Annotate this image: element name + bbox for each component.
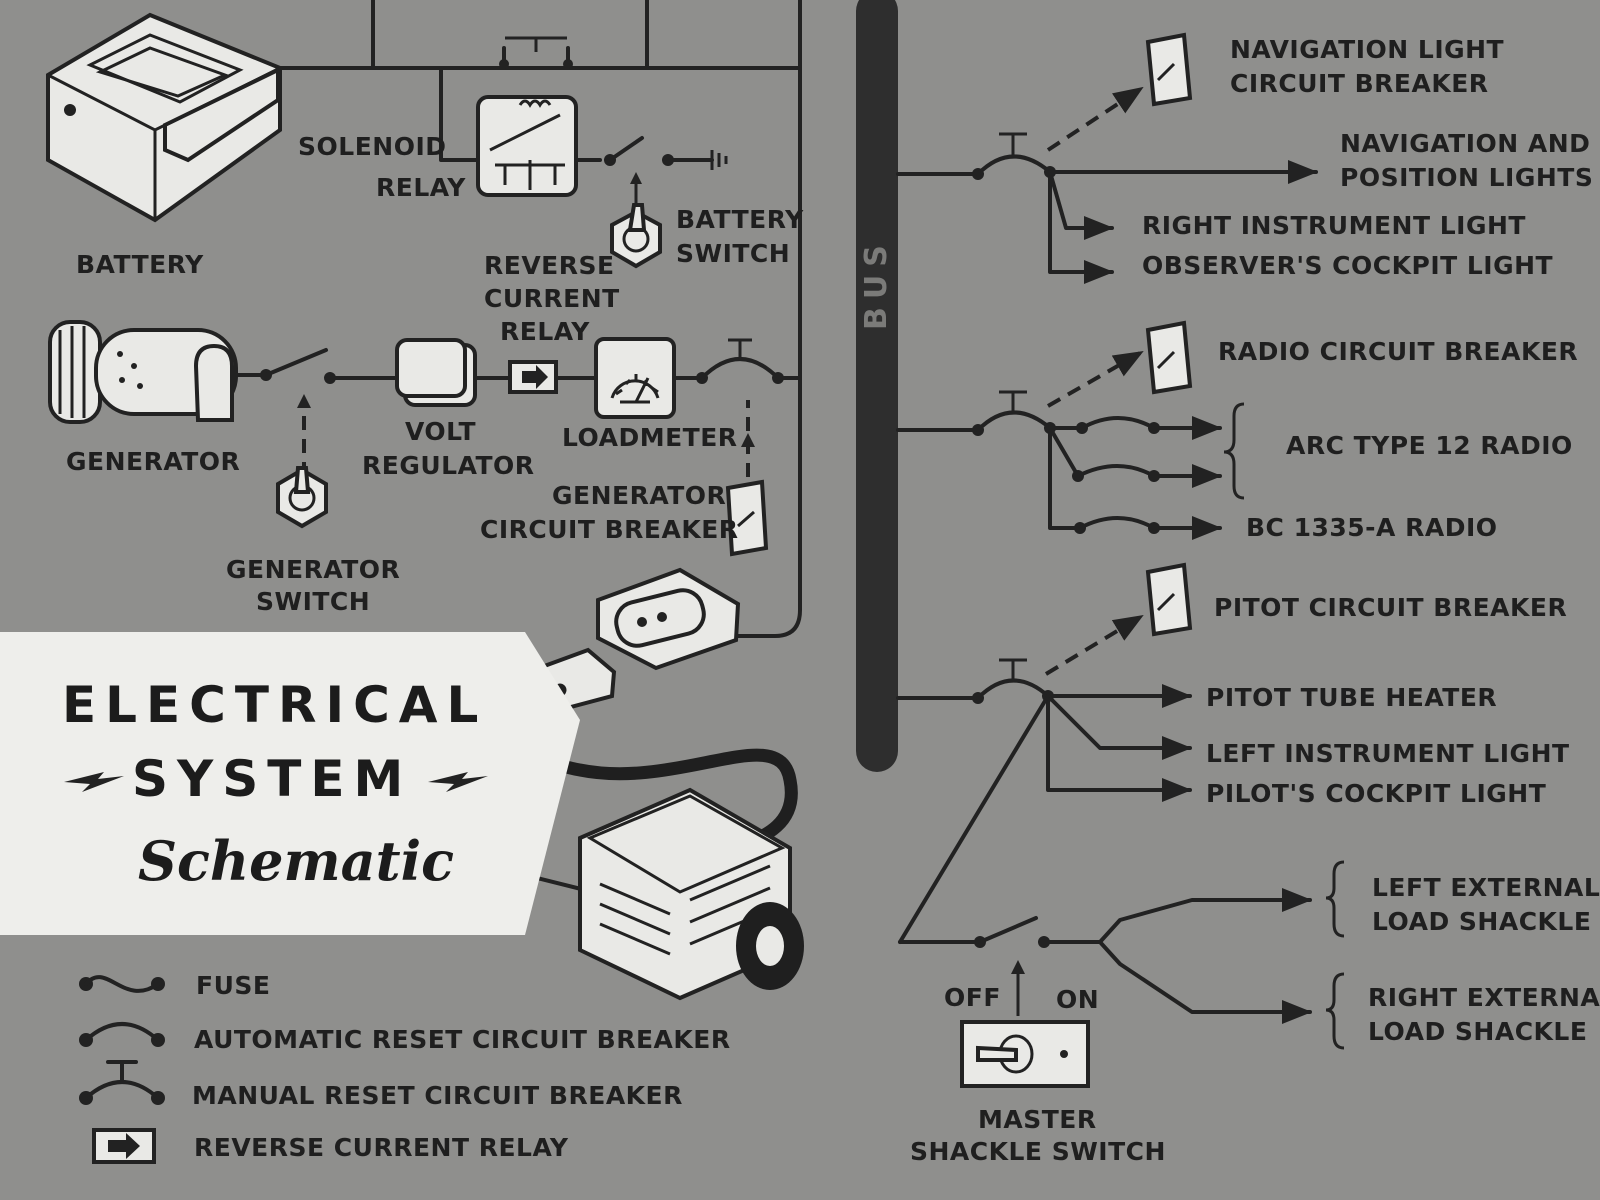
bus-bar: BUS [856, 0, 898, 772]
observer-label: OBSERVER'S COCKPIT LIGHT [1142, 251, 1553, 280]
title-panel: ELECTRICAL SYSTEM Schematic [0, 632, 580, 935]
pilot-cockpit-label: PILOT'S COCKPIT LIGHT [1206, 779, 1546, 808]
master-label-2: SHACKLE SWITCH [910, 1137, 1166, 1166]
relay-label: RELAY [376, 173, 466, 202]
brace-icon-radio [1223, 402, 1245, 500]
brace-icon-left-shackle [1325, 860, 1345, 938]
radio-cb-label: RADIO CIRCUIT BREAKER [1218, 337, 1578, 366]
manual-reset-breaker-icon [84, 1060, 160, 1100]
legend-auto-cb-label: AUTOMATIC RESET CIRCUIT BREAKER [194, 1025, 731, 1054]
bus-label: BUS [859, 237, 894, 330]
fuse-symbol-icon [84, 975, 160, 993]
title-line-1: ELECTRICAL [62, 676, 487, 734]
nav-lights-label-2: POSITION LIGHTS [1340, 163, 1593, 192]
title-line-2: SYSTEM [132, 750, 412, 808]
legend-auto-cb: AUTOMATIC RESET CIRCUIT BREAKER [79, 1022, 731, 1054]
left-labels: BATTERY SOLENOID RELAY BATTERY SWITCH RE… [66, 132, 804, 616]
right-shackle-label-1: RIGHT EXTERNAL [1368, 983, 1600, 1012]
solenoid-relay [476, 95, 578, 197]
legend-fuse: FUSE [79, 971, 270, 1000]
gen-switch-label-1: GENERATOR [226, 555, 400, 584]
gen-cb-label-2: CIRCUIT BREAKER [480, 515, 739, 544]
ground-power-cart [467, 787, 804, 1001]
right-shackle-label-2: LOAD SHACKLE [1368, 1017, 1587, 1046]
reverse-label-1: REVERSE [484, 251, 615, 280]
gen-cb-label-1: GENERATOR [552, 481, 726, 510]
battery-switch [610, 172, 662, 269]
loadmeter-label: LOADMETER [562, 423, 738, 452]
solenoid-label: SOLENOID [298, 132, 447, 161]
auto-reset-breaker-icon [84, 1022, 160, 1042]
battery-wiring [273, 0, 802, 638]
left-instrument-label: LEFT INSTRUMENT LIGHT [1206, 739, 1570, 768]
reverse-label-2: CURRENT [484, 284, 620, 313]
bolt-icon-right [428, 772, 488, 792]
nav-lights-label-1: NAVIGATION AND [1340, 129, 1590, 158]
navigation-circuit: NAVIGATION LIGHT CIRCUIT BREAKER NAVIGAT… [896, 32, 1593, 284]
bolt-icon-left [64, 772, 124, 792]
pitot-circuit: PITOT CIRCUIT BREAKER PITOT TUBE HEATER … [896, 562, 1570, 944]
left-shackle-label-2: LOAD SHACKLE [1372, 907, 1591, 936]
on-label: ON [1056, 985, 1099, 1014]
arc-radio-label: ARC TYPE 12 RADIO [1286, 431, 1573, 460]
generator [48, 320, 238, 424]
shackle-circuit: OFF ON MASTER SHACKLE SWITCH LEFT EXTERN… [898, 860, 1600, 1166]
title-line-3: Schematic [138, 829, 454, 893]
generator-switch [276, 466, 328, 529]
battery-label: BATTERY [76, 250, 204, 279]
battery [46, 12, 282, 223]
legend-fuse-label: FUSE [196, 971, 270, 1000]
pitot-heater-label: PITOT TUBE HEATER [1206, 683, 1497, 712]
battery-switch-label-1: BATTERY [676, 205, 804, 234]
legend-rcr: REVERSE CURRENT RELAY [92, 1128, 569, 1164]
legend-manual-cb: MANUAL RESET CIRCUIT BREAKER [79, 1060, 683, 1110]
nav-cb-label-2: CIRCUIT BREAKER [1230, 69, 1489, 98]
volt-label-2: REGULATOR [362, 451, 535, 480]
legend-manual-cb-label: MANUAL RESET CIRCUIT BREAKER [192, 1081, 683, 1110]
right-instrument-label: RIGHT INSTRUMENT LIGHT [1142, 211, 1526, 240]
generator-circuit-breaker [725, 479, 769, 557]
nav-cb-label-1: NAVIGATION LIGHT [1230, 35, 1504, 64]
pitot-cb-label: PITOT CIRCUIT BREAKER [1214, 593, 1567, 622]
reverse-label-3: RELAY [500, 317, 590, 346]
loadmeter [594, 337, 676, 419]
generator-line [234, 338, 802, 500]
generator-label: GENERATOR [66, 447, 240, 476]
bc-radio-label: BC 1335-A RADIO [1246, 513, 1498, 542]
brace-icon-right-shackle [1325, 972, 1345, 1050]
gen-switch-label-2: SWITCH [256, 587, 370, 616]
off-label: OFF [944, 983, 1001, 1012]
legend: FUSE AUTOMATIC RESET CIRCUIT BREAKER MAN… [79, 971, 731, 1164]
legend-rcr-label: REVERSE CURRENT RELAY [194, 1133, 569, 1162]
radio-circuit: RADIO CIRCUIT BREAKER ARC TYPE 12 RADIO … [896, 320, 1578, 542]
battery-switch-label-2: SWITCH [676, 239, 790, 268]
volt-label-1: VOLT [405, 417, 476, 446]
reverse-current-relay [508, 360, 558, 394]
master-label-1: MASTER [978, 1105, 1097, 1134]
volt-regulator [395, 338, 477, 407]
left-shackle-label-1: LEFT EXTERNAL [1372, 873, 1600, 902]
